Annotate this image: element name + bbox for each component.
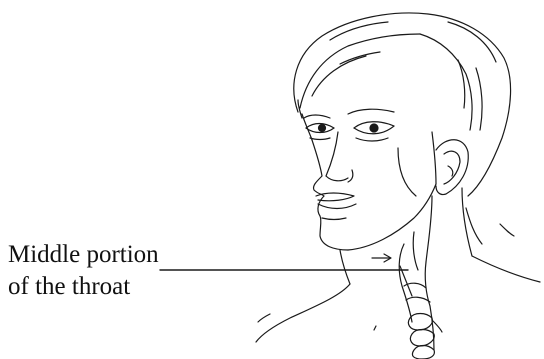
eyes — [304, 109, 394, 141]
trachea — [399, 232, 434, 350]
mouth — [316, 193, 356, 220]
label-of-the-throat: of the throat — [8, 272, 130, 302]
hair-outline — [294, 13, 511, 196]
sketch-marks — [258, 314, 376, 330]
nose — [326, 132, 353, 182]
ear — [436, 140, 468, 195]
spine-vertebrae — [408, 314, 442, 359]
neck-and-shoulders — [256, 188, 540, 342]
label-middle-portion: Middle portion — [8, 240, 159, 270]
arrow-icon — [372, 254, 391, 262]
face-outline — [302, 114, 436, 250]
